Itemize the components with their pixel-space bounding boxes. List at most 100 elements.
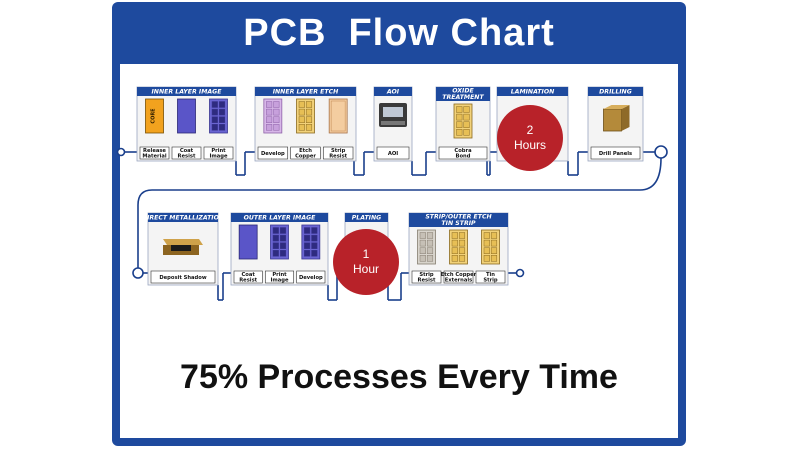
step-2-image (481, 229, 500, 265)
step-0-image (379, 103, 407, 127)
connector-return (137, 157, 662, 272)
step-label: Etch (299, 148, 312, 154)
time-badge-value: 1 (363, 247, 370, 261)
core-chip-label: CORE (151, 108, 157, 124)
step-label: Coat (241, 272, 255, 278)
step-label: Etch Copper (441, 272, 477, 278)
module-title: LAMINATION (511, 89, 555, 96)
module-title: TREATMENT (442, 94, 484, 101)
module-title: TIN STRIP (441, 220, 476, 227)
step-1-image (296, 98, 315, 134)
step-label-box (290, 146, 321, 160)
module-aoi: AOI AOI (373, 86, 413, 162)
step-0-image (263, 98, 283, 134)
step-label: Print (211, 148, 226, 154)
step-label: Image (209, 153, 228, 159)
step-1-image (449, 229, 468, 265)
module-header (137, 87, 236, 96)
step-2-image (328, 98, 348, 134)
flow-connectors (116, 145, 668, 301)
connector-node (116, 147, 126, 157)
step-label: Copper (295, 153, 316, 159)
step-label-box (443, 270, 474, 284)
step-label: Cobra (454, 148, 472, 154)
step-label-box (171, 146, 202, 160)
step-0-image (453, 103, 473, 139)
step-label-box (203, 146, 234, 160)
step-label-box (376, 146, 410, 160)
step-label: Strip (419, 272, 434, 278)
connector-node (654, 145, 668, 159)
step-label: Print (272, 272, 287, 278)
module-title: AOI (386, 89, 400, 96)
module-header (374, 87, 412, 96)
step-label-box (475, 270, 506, 284)
time-badge-unit: Hour (353, 262, 379, 276)
step-2-image (301, 224, 321, 260)
time-badge-circle (333, 229, 399, 295)
module-header (345, 213, 388, 222)
step-2-image (209, 98, 228, 134)
step-label: Image (270, 277, 289, 283)
module-title: STRIP/OUTER ETCH (425, 214, 492, 221)
module-header (436, 87, 490, 101)
module-header (255, 87, 356, 96)
module-title: DIRECT METALLIZATION (142, 215, 225, 222)
step-label: Develop (299, 275, 323, 281)
step-0-image (603, 105, 630, 132)
step-label: Develop (261, 151, 285, 157)
title-word-flow-chart: Flow Chart (348, 11, 555, 54)
step-label: Resist (178, 153, 196, 159)
module-title: OUTER LAYER IMAGE (244, 215, 317, 222)
module-title: PLATING (352, 215, 381, 222)
step-label: Release (143, 148, 166, 154)
module-header (148, 213, 218, 222)
module-header (497, 87, 568, 96)
time-badge-unit: Hours (514, 138, 546, 152)
step-label: Tin (486, 272, 495, 278)
step-label: AOI (388, 151, 398, 157)
title-word-pcb: PCB (243, 11, 327, 54)
connector-node (132, 267, 144, 279)
step-label-box (590, 146, 641, 160)
tagline: 75% Processes Every Time (180, 358, 618, 396)
step-label: Strip (483, 277, 498, 283)
module-inner-layer-image: INNER LAYER IMAGECOREReleaseMaterialCoat… (136, 86, 237, 162)
step-label: Deposit Shadow (159, 275, 206, 281)
module-title: DRILLING (599, 89, 632, 96)
time-badge-circle (497, 105, 563, 171)
step-label-box (438, 146, 488, 160)
step-label-box (411, 270, 442, 284)
step-label-box (296, 270, 326, 284)
module-title: INNER LAYER IMAGE (151, 89, 222, 96)
step-label: Drill Panels (599, 151, 632, 157)
step-0-image (163, 239, 203, 255)
connector-node (515, 268, 525, 278)
module-header (231, 213, 328, 222)
step-0-image (417, 229, 436, 265)
time-badge-value: 2 (527, 123, 534, 137)
step-label: Coat (180, 148, 194, 154)
step-label-box (233, 270, 263, 284)
module-drilling: DRILLING Drill Panels (587, 86, 644, 162)
step-label: Resist (329, 153, 347, 159)
step-label: Externals (445, 277, 473, 283)
step-label-box (139, 146, 170, 160)
step-label: Strip (331, 148, 346, 154)
step-label: Resist (418, 277, 436, 283)
module-header (588, 87, 643, 96)
step-label-box (257, 146, 288, 160)
step-label-box (150, 270, 216, 284)
step-label: Resist (239, 277, 257, 283)
step-1-image (270, 224, 289, 260)
module-title: OXIDE (452, 88, 474, 95)
module-header (409, 213, 508, 227)
step-1-image (177, 98, 196, 134)
step-0-image (238, 224, 258, 260)
